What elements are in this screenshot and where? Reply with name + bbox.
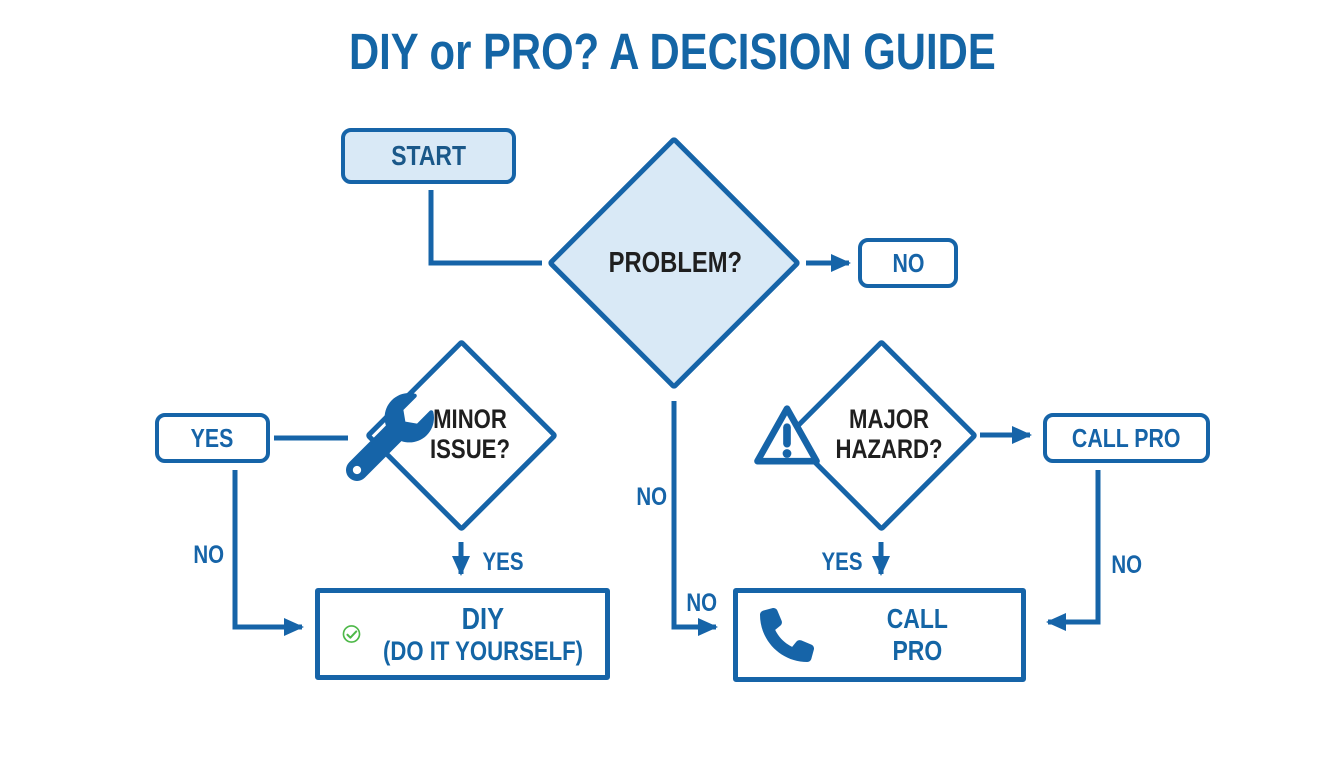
node-minor-issue-line1: MINOR [433,404,507,434]
edge-label-yes-branch-no-text: NO [193,541,225,569]
node-call-pro-result-line1: CALL [886,602,949,634]
wrench-icon [346,393,434,481]
edge-label-minor-yes: YES [478,548,528,577]
edge-callpro-no-to-callpro [1046,470,1101,631]
node-start: START [341,128,516,184]
node-major-hazard-label: MAJOR HAZARD? [809,404,969,464]
phone-icon [760,608,814,662]
node-diy-result-label: DIY (DO IT YOURSELF) [361,601,605,668]
node-diy-result: DIY (DO IT YOURSELF) [315,588,610,680]
node-major-hazard-line2: HAZARD? [835,434,943,465]
node-minor-issue-line2: ISSUE? [430,434,510,465]
edge-label-minor-yes-text: YES [482,548,524,576]
check-circle-icon [342,625,361,643]
node-yes-terminal: YES [155,413,270,463]
edge-start-to-problem [428,190,542,266]
node-diy-result-line1: DIY [461,600,505,636]
node-call-pro-result: CALL PRO [733,588,1026,682]
node-call-pro-terminal-label: CALL PRO [1072,422,1181,453]
edge-label-problem-no-upper: NO [633,483,671,512]
edge-label-yes-branch-no: NO [190,541,228,570]
edge-label-major-yes-text: YES [821,548,863,576]
edge-label-problem-no-upper-text: NO [636,483,668,511]
page-title: DIY or PRO? A DECISION GUIDE [0,22,1344,81]
node-no-terminal-label: NO [892,247,924,278]
edge-label-major-yes: YES [817,548,867,577]
node-problem-label: PROBLEM? [594,247,754,279]
node-call-pro-terminal: CALL PRO [1043,413,1210,463]
page-title-text: DIY or PRO? A DECISION GUIDE [348,23,996,80]
edge-label-problem-no-lower: NO [683,589,721,618]
node-minor-issue-label: MINOR ISSUE? [390,404,550,464]
node-major-hazard-line1: MAJOR [849,404,929,434]
node-call-pro-result-line2: PRO [892,635,943,666]
edge-yes-no-to-diy [232,470,304,636]
edge-problem-no-to-callpro [671,401,718,636]
node-no-terminal: NO [858,238,958,288]
node-call-pro-result-label: CALL PRO [814,603,1021,667]
warning-triangle-icon [754,405,820,465]
edge-label-call-pro-no: NO [1108,551,1146,580]
node-start-label: START [391,140,466,171]
node-diy-result-line2: (DO IT YOURSELF) [382,636,584,667]
node-yes-terminal-label: YES [191,422,234,453]
node-problem-label-text: PROBLEM? [608,247,743,279]
edge-label-call-pro-no-text: NO [1111,551,1143,579]
edge-label-problem-no-lower-text: NO [686,589,718,617]
